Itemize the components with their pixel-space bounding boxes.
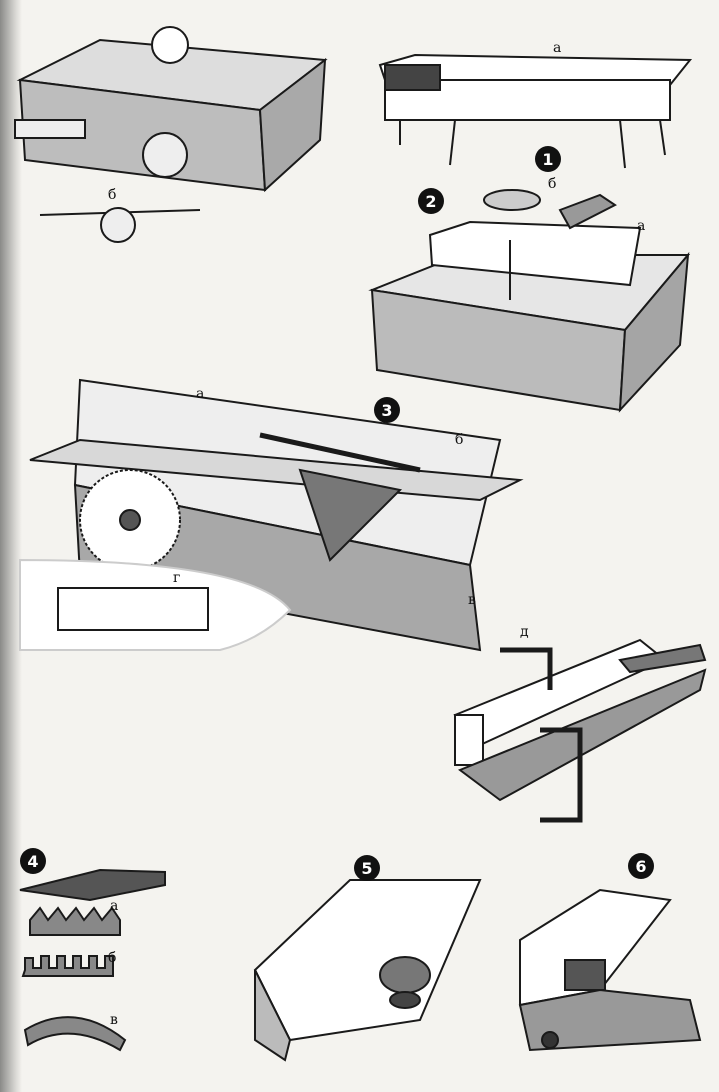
figure-number-6: 6 (628, 853, 654, 879)
page-edge-shadow (0, 0, 22, 1092)
router-table-box (368, 189, 691, 413)
figure-number-3: 3 (374, 397, 400, 423)
router-bit-workpiece (253, 879, 482, 1062)
label-top-left-b: б (108, 187, 117, 203)
figure-number-4: 4 (20, 848, 46, 874)
label-cutter-b: б (548, 176, 557, 192)
label-bench-a: а (553, 40, 562, 56)
label-fig4-v: в (110, 1012, 118, 1028)
clamp-d (453, 638, 707, 823)
label-fig3-b: б (455, 432, 464, 448)
figure-number-2: 2 (418, 188, 444, 214)
label-clamp-d: д (520, 624, 529, 640)
label-fig3-v: в (468, 592, 476, 608)
figure-number-1: 1 (535, 146, 561, 172)
fence-guide (518, 888, 702, 1052)
label-board-a: а (637, 218, 646, 234)
saw-teeth-profiles (19, 868, 166, 1052)
workbench (378, 53, 693, 169)
figure-number-5: 5 (354, 855, 380, 881)
label-fig4-a: а (110, 898, 119, 914)
label-fig4-b: б (108, 950, 117, 966)
label-fig3-g: г (173, 570, 181, 586)
top-left-saw-box (14, 26, 328, 193)
blade-detail-b (39, 207, 201, 243)
circular-saw-table (19, 378, 524, 652)
label-fig3-a: а (196, 386, 205, 402)
